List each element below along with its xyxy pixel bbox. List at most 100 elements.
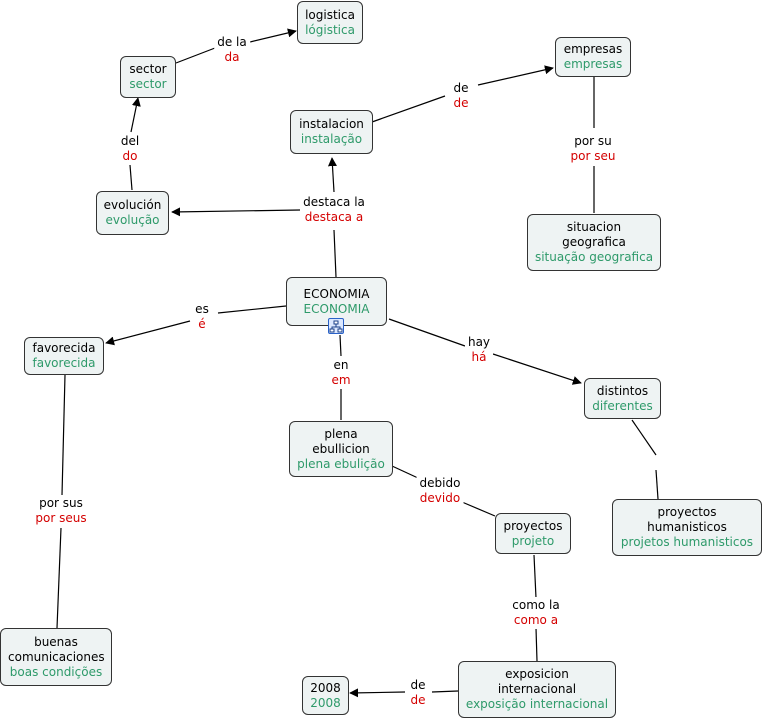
concept-translation: projeto (511, 533, 555, 548)
edge-favorecida-porsus (61, 374, 66, 496)
concept-translation: sector (129, 77, 167, 91)
concept-label: situacion geografica (562, 220, 626, 249)
link-translation: por seu (570, 149, 616, 163)
concept-translation: ECONOMIA (303, 301, 370, 316)
edge-sector-dela (175, 47, 216, 64)
edge-economia-en (339, 334, 342, 357)
concept-label: empresas (563, 42, 623, 56)
edge-porsus-buenas (56, 527, 62, 629)
link-como-la[interactable]: como la como a (509, 597, 563, 629)
concept-translation: situação geografica (534, 250, 654, 264)
edge-comola-exposicion (535, 627, 538, 662)
concept-favorecida[interactable]: favorecida favorecida (24, 337, 104, 375)
link-label: como la (512, 598, 560, 612)
concept-proyectos[interactable]: proyectos projeto (495, 513, 571, 554)
link-del[interactable]: del do (117, 133, 143, 165)
link-de-2008[interactable]: de de (407, 677, 429, 709)
concept-instalacion[interactable]: instalacion instalação (290, 110, 373, 154)
edge-economia-es (217, 305, 287, 314)
edge-plena-debido (391, 465, 419, 479)
link-hay[interactable]: hay há (464, 334, 494, 366)
concept-translation: instalação (300, 132, 363, 146)
edge-evolucion-del (129, 164, 133, 191)
concept-proyectos-humanisticos[interactable]: proyectos humanisticos projetos humanist… (612, 499, 762, 556)
link-por-sus[interactable]: por sus por seus (32, 495, 90, 527)
edge-de-empresas (477, 65, 554, 86)
link-translation: de (410, 693, 426, 707)
edge-es-favorecida (105, 320, 191, 346)
link-translation: é (198, 317, 206, 331)
concept-translation: diferentes (592, 398, 653, 413)
link-label: es (195, 302, 209, 316)
concept-label: evolución (103, 198, 162, 212)
link-translation: por seus (35, 511, 87, 525)
concept-translation: boas condições (9, 664, 103, 679)
link-es[interactable]: es é (192, 301, 212, 333)
edge-del-sector (130, 97, 141, 133)
concept-distintos[interactable]: distintos diferentes (584, 378, 661, 419)
concept-label: instalacion (299, 117, 364, 131)
link-en[interactable]: en em (328, 357, 354, 389)
edge-hay-distintos (492, 353, 582, 385)
edge-distintos-proyectos-h (631, 419, 657, 456)
concept-empresas[interactable]: empresas empresas (555, 37, 631, 77)
link-translation: em (331, 373, 351, 387)
link-translation: da (224, 50, 240, 64)
edge-economia-destaca (333, 229, 337, 278)
link-label: de la (217, 35, 247, 49)
concept-situacion-geografica[interactable]: situacion geografica situação geografica (527, 214, 661, 271)
concept-translation: empresas (563, 57, 623, 71)
link-translation: destaca a (304, 210, 364, 224)
link-destaca-la[interactable]: destaca la destaca a (300, 194, 368, 226)
concept-label: sector (129, 62, 167, 76)
link-label: del (120, 134, 140, 148)
link-label: de (410, 678, 426, 692)
link-label: debido (419, 476, 461, 490)
concept-label: proyectos humanisticos (647, 505, 727, 534)
concept-buenas-comunicaciones[interactable]: buenas comunicaciones boas condições (0, 628, 112, 686)
link-translation: de (453, 96, 469, 110)
link-translation: do (122, 149, 138, 163)
link-label: en (333, 358, 349, 372)
concept-translation: evolução (105, 213, 160, 227)
link-por-su[interactable]: por su por seu (567, 133, 619, 165)
concept-map-icon-glyph (329, 320, 343, 333)
concept-label: favorecida (32, 341, 96, 355)
edge-dela-logistica (249, 28, 297, 43)
edge-distintos-proyectos-h2 (655, 469, 659, 500)
concept-label: proyectos (503, 518, 563, 533)
concept-label: logistica (305, 7, 355, 22)
link-translation: como a (513, 613, 559, 627)
concept-translation: favorecida (32, 356, 96, 370)
link-label: por su (574, 134, 612, 148)
concept-evolucion[interactable]: evolución evolução (96, 191, 169, 235)
edge-exposicion-de (431, 690, 459, 693)
concept-translation: exposição internacional (465, 697, 609, 711)
link-de-empresas[interactable]: de de (450, 80, 472, 112)
concept-logistica[interactable]: logistica lógistica (297, 1, 363, 44)
concept-sector[interactable]: sector sector (120, 56, 176, 98)
concept-label: exposicion internacional (497, 667, 577, 696)
edge-debido-proyectos (461, 501, 496, 517)
concept-translation: lógistica (305, 22, 355, 37)
edge-proyectos-comola (533, 554, 537, 599)
link-translation: há (471, 350, 487, 364)
concept-label: plena ebullicion (312, 426, 370, 456)
concept-translation: plena ebulição (297, 456, 385, 471)
edge-economia-hay (388, 318, 466, 347)
link-de-la[interactable]: de la da (214, 34, 250, 66)
concept-exposicion-internacional[interactable]: exposicion internacional exposição inter… (458, 661, 616, 718)
concept-plena-ebullicion[interactable]: plena ebullicion plena ebulição (289, 421, 393, 477)
link-debido[interactable]: debido devido (416, 475, 464, 507)
concept-label: ECONOMIA (303, 286, 370, 301)
edge-instalacion-de (371, 95, 446, 123)
link-label: destaca la (303, 195, 365, 209)
link-label: de (453, 81, 469, 95)
concept-map-icon[interactable] (328, 318, 344, 334)
edge-de-2008 (349, 688, 406, 698)
concept-2008[interactable]: 2008 2008 (302, 676, 349, 715)
concept-label: 2008 (310, 680, 341, 695)
concept-economia[interactable]: ECONOMIA ECONOMIA (286, 277, 387, 326)
edge-destaca-instalacion (327, 157, 337, 193)
